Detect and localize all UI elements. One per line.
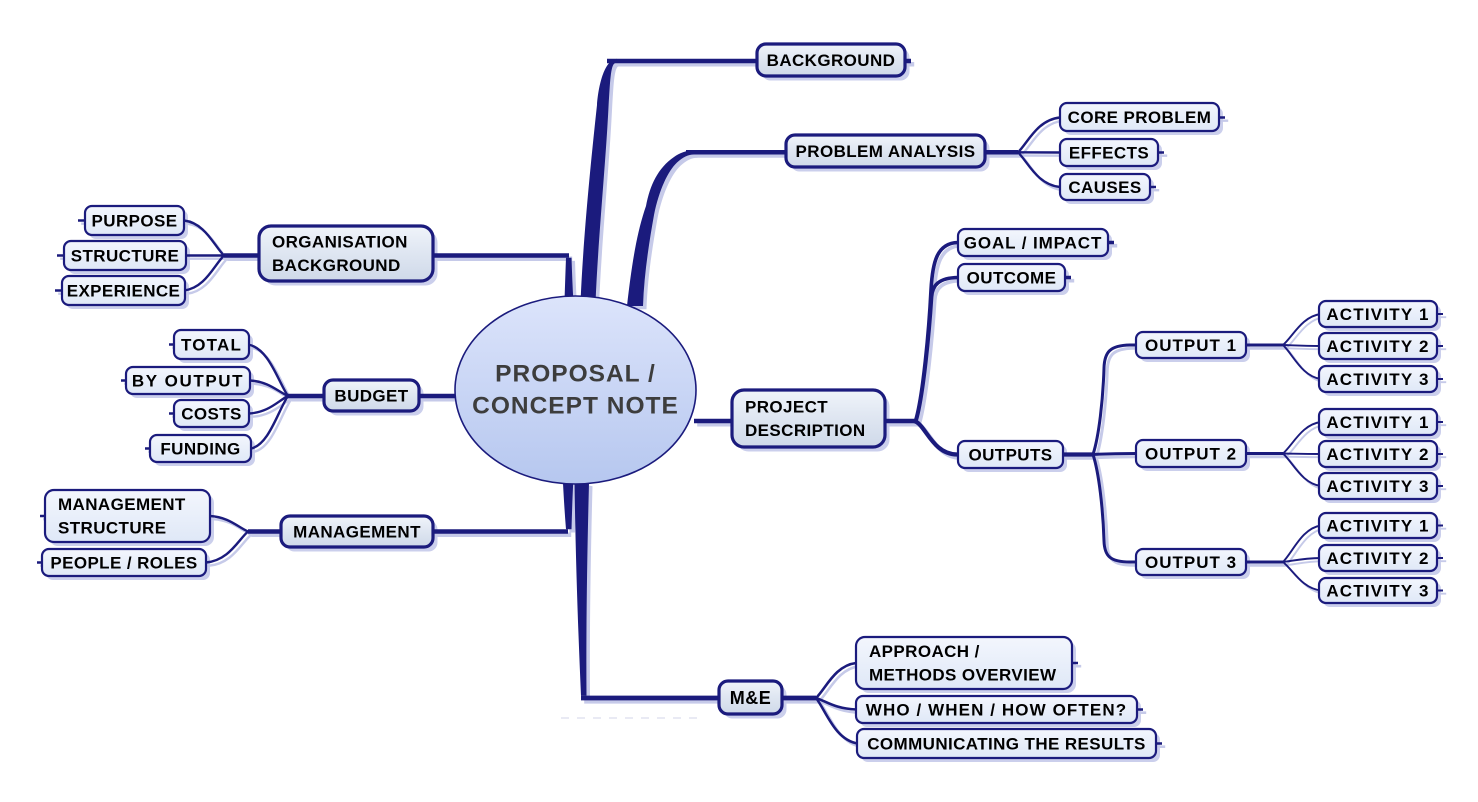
svg-text:ACTIVITY 1: ACTIVITY 1: [1326, 413, 1429, 432]
svg-text:COSTS: COSTS: [181, 405, 242, 424]
svg-text:ACTIVITY 3: ACTIVITY 3: [1326, 477, 1429, 496]
svg-text:EFFECTS: EFFECTS: [1069, 144, 1149, 163]
svg-text:OUTCOME: OUTCOME: [967, 269, 1057, 288]
svg-text:EXPERIENCE: EXPERIENCE: [67, 282, 181, 301]
svg-text:ACTIVITY 2: ACTIVITY 2: [1326, 445, 1429, 464]
svg-text:ACTIVITY 1: ACTIVITY 1: [1326, 517, 1429, 536]
svg-text:BY OUTPUT: BY OUTPUT: [132, 372, 244, 391]
svg-text:METHODS OVERVIEW: METHODS OVERVIEW: [869, 665, 1057, 684]
svg-text:APPROACH /: APPROACH /: [869, 642, 980, 661]
svg-text:OUTPUTS: OUTPUTS: [968, 446, 1052, 465]
svg-text:OUTPUT 1: OUTPUT 1: [1145, 336, 1237, 355]
svg-text:STRUCTURE: STRUCTURE: [71, 247, 179, 266]
svg-text:ACTIVITY 3: ACTIVITY 3: [1326, 370, 1429, 389]
svg-text:BACKGROUND: BACKGROUND: [272, 256, 401, 275]
svg-text:OUTPUT 3: OUTPUT 3: [1145, 553, 1237, 572]
svg-text:ORGANISATION: ORGANISATION: [272, 232, 408, 251]
svg-text:PROPOSAL /: PROPOSAL /: [495, 361, 656, 388]
svg-text:ACTIVITY 2: ACTIVITY 2: [1326, 337, 1429, 356]
svg-text:PURPOSE: PURPOSE: [92, 212, 178, 231]
svg-text:ACTIVITY 1: ACTIVITY 1: [1326, 305, 1429, 324]
svg-text:MANAGEMENT: MANAGEMENT: [293, 523, 421, 542]
svg-text:CORE PROBLEM: CORE PROBLEM: [1068, 108, 1212, 127]
svg-text:OUTPUT 2: OUTPUT 2: [1145, 445, 1237, 464]
svg-text:TOTAL: TOTAL: [181, 336, 242, 355]
svg-text:PROBLEM ANALYSIS: PROBLEM ANALYSIS: [796, 142, 976, 161]
svg-text:STRUCTURE: STRUCTURE: [58, 518, 166, 537]
svg-text:PROJECT: PROJECT: [745, 397, 828, 416]
svg-text:BACKGROUND: BACKGROUND: [767, 51, 896, 70]
svg-text:ACTIVITY 3: ACTIVITY 3: [1326, 582, 1429, 601]
svg-text:M&E: M&E: [730, 688, 772, 708]
svg-text:DESCRIPTION: DESCRIPTION: [745, 421, 866, 440]
svg-text:BUDGET: BUDGET: [334, 387, 408, 406]
svg-text:COMMUNICATING THE RESULTS: COMMUNICATING THE RESULTS: [867, 735, 1146, 754]
svg-text:FUNDING: FUNDING: [160, 440, 240, 459]
svg-text:PEOPLE / ROLES: PEOPLE / ROLES: [50, 554, 197, 573]
svg-text:MANAGEMENT: MANAGEMENT: [58, 495, 186, 514]
svg-text:GOAL / IMPACT: GOAL / IMPACT: [964, 234, 1103, 253]
svg-text:ACTIVITY 2: ACTIVITY 2: [1326, 549, 1429, 568]
svg-text:CAUSES: CAUSES: [1068, 178, 1141, 197]
svg-text:CONCEPT NOTE: CONCEPT NOTE: [472, 393, 679, 420]
svg-text:WHO / WHEN / HOW OFTEN?: WHO / WHEN / HOW OFTEN?: [866, 701, 1127, 720]
